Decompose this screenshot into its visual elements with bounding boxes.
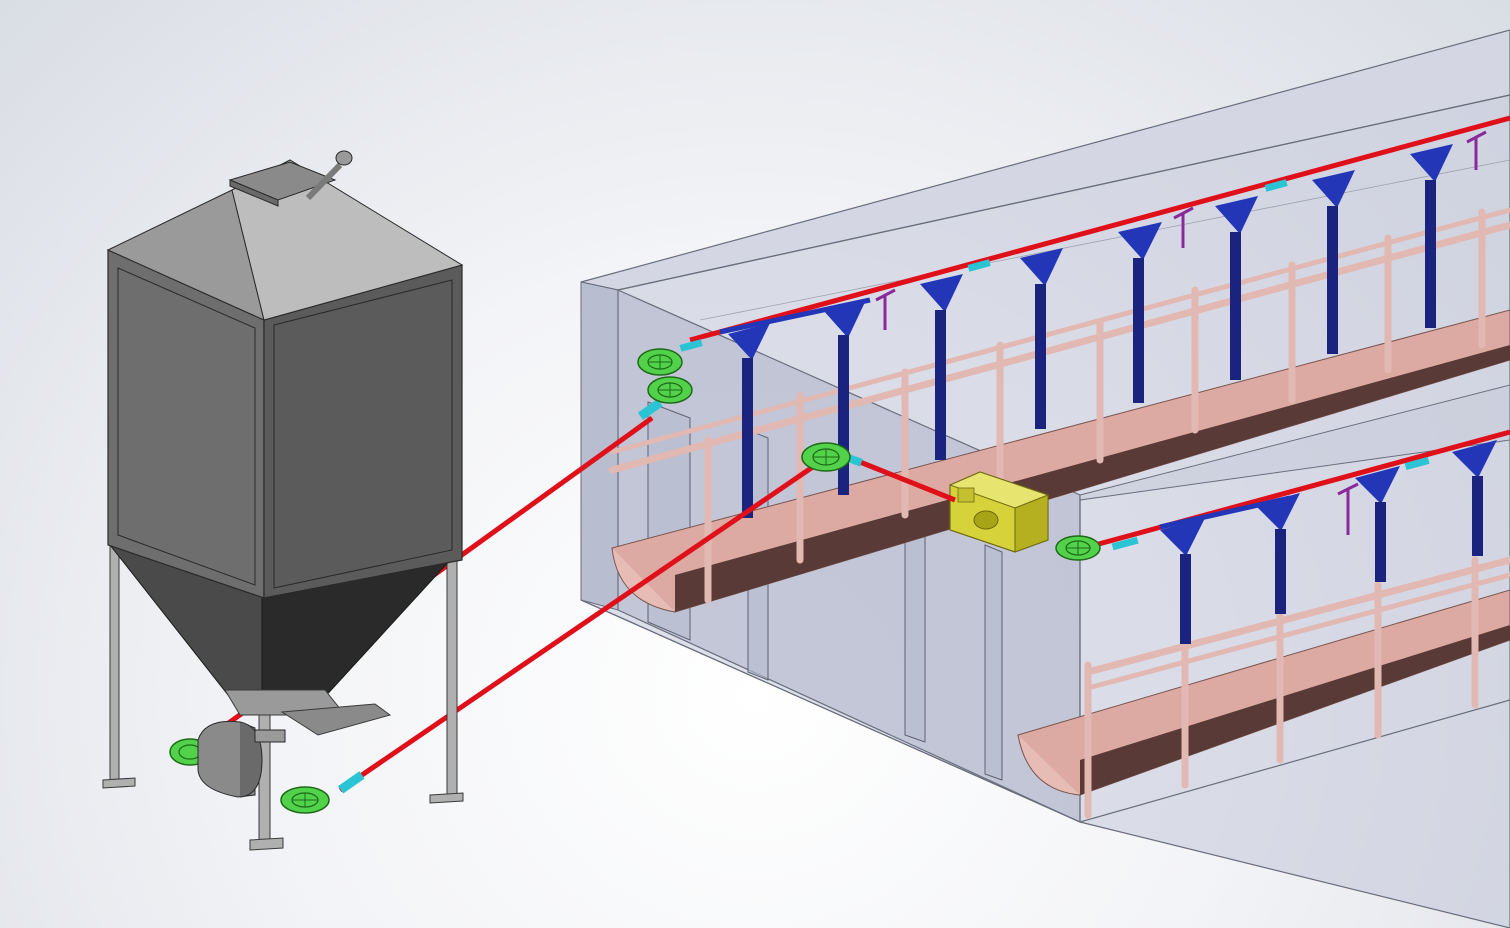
silo-icon: [102, 150, 464, 851]
drop-tube-6: [1215, 196, 1258, 380]
corner-wheel-icon: [647, 376, 693, 404]
corner-wheel-icon: [280, 786, 330, 814]
drop-tubes-lower: [1160, 440, 1497, 644]
silo-legs: [102, 544, 464, 851]
drop-tubes-upper: [728, 144, 1453, 518]
drop-tube-2: [823, 300, 866, 495]
drop-tube-11: [1355, 466, 1400, 582]
drop-tube-12: [1452, 440, 1497, 556]
drop-tube-7: [1312, 170, 1355, 354]
drop-tube-1: [728, 323, 770, 518]
corner-wheel-icon: [637, 348, 683, 376]
drop-tube-9: [1160, 518, 1205, 644]
corner-wheel-icon: [1055, 535, 1101, 561]
drop-tube-5: [1118, 222, 1162, 403]
railing-upper-row: [608, 207, 1510, 604]
corner-wheel-icon: [801, 442, 851, 472]
trough-upper-row: [611, 309, 1510, 613]
drive-motor-icon: [197, 720, 286, 798]
sensors-upper: [875, 130, 1487, 330]
control-unit-icon: [948, 471, 1050, 553]
drop-tube-8: [1410, 144, 1453, 328]
sensors-lower: [1337, 482, 1359, 535]
drop-tube-3: [920, 274, 963, 460]
railing-lower-row: [1084, 556, 1510, 819]
drop-tube-10: [1255, 493, 1300, 614]
drop-tube-4: [1020, 248, 1063, 429]
